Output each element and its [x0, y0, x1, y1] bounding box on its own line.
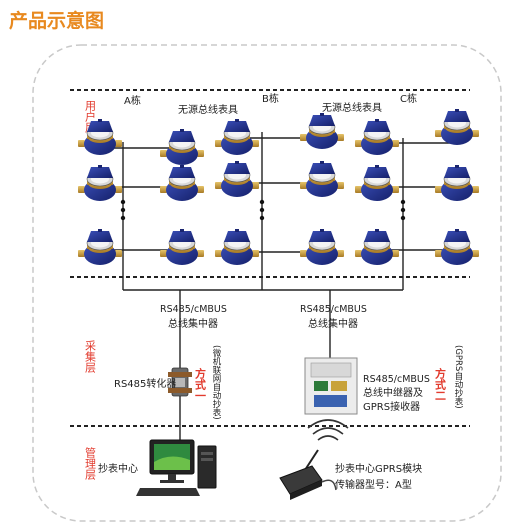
layer-manage-text: 管理层	[84, 446, 97, 481]
water-meter-icon	[300, 228, 344, 266]
concentrator-right: RS485/cMBUS 总线集中器	[300, 304, 367, 330]
water-meter-icon	[300, 160, 344, 198]
relay-line3: GPRS接收器	[363, 400, 420, 413]
mode-two-label: 方式二	[434, 367, 447, 401]
rs485-converter-device	[168, 367, 192, 397]
relay-line2: 总线中继器及	[363, 386, 423, 399]
computer-icon	[136, 439, 217, 496]
water-meter-icon	[300, 112, 344, 150]
gprs-module-line1: 抄表中心GPRS模块	[335, 462, 422, 475]
water-meter-icon	[78, 228, 122, 266]
outer-frame	[32, 44, 502, 522]
water-meter-icon	[435, 228, 479, 266]
mode-one-note: (微机联网自动抄表)	[211, 345, 221, 420]
relay-label: RS485/cMBUS 总线中继器及 GPRS接收器	[363, 374, 430, 413]
bus-meter-label-left: 无源总线表具	[178, 103, 238, 116]
concentrator-left-line2: 总线集中器	[168, 317, 218, 330]
concentrator-right-line2: 总线集中器	[308, 317, 358, 330]
page-title: 产品示意图	[9, 9, 104, 32]
water-meter-icon	[355, 164, 399, 202]
water-meter-icon	[78, 164, 122, 202]
water-meter-icon	[355, 118, 399, 156]
building-a-label: A栋	[124, 94, 141, 107]
relay-box	[304, 357, 358, 415]
layer-label-manage: 管理层	[84, 446, 97, 481]
building-b-label: B栋	[262, 92, 279, 105]
water-meter-icon	[160, 228, 204, 266]
concentrator-right-line1: RS485/cMBUS	[300, 304, 367, 315]
wifi-signal-icon	[307, 419, 349, 441]
water-meter-icon	[215, 228, 259, 266]
layer-label-collect: 采集层	[84, 340, 97, 374]
gprs-module-label: 抄表中心GPRS模块 传输器型号：A型	[335, 462, 422, 491]
concentrator-left-line1: RS485/cMBUS	[160, 304, 227, 315]
water-meter-icon	[355, 228, 399, 266]
bus-meter-label-right: 无源总线表具	[322, 101, 382, 114]
mode-two-note: (GPRS自动抄表)	[453, 345, 463, 409]
reading-center-label: 抄表中心	[98, 462, 138, 475]
mode-one-label: 方式一	[194, 367, 207, 401]
water-meter-icon	[160, 128, 204, 166]
water-meter-icon	[435, 164, 479, 202]
water-meter-icon	[435, 108, 479, 146]
relay-line1: RS485/cMBUS	[363, 374, 430, 385]
water-meter-icon	[215, 160, 259, 198]
water-meter-icon	[215, 118, 259, 156]
rs485-converter-label: RS485转化器	[114, 377, 176, 390]
gprs-module-line2: 传输器型号：A型	[335, 478, 412, 491]
layer-collect-text: 采集层	[84, 340, 97, 374]
concentrator-left: RS485/cMBUS 总线集中器	[160, 304, 227, 330]
ellipsis-dots	[120, 199, 406, 221]
gprs-module-device	[279, 449, 337, 500]
water-meter-icon	[160, 164, 204, 202]
building-c-label: C栋	[400, 92, 417, 105]
